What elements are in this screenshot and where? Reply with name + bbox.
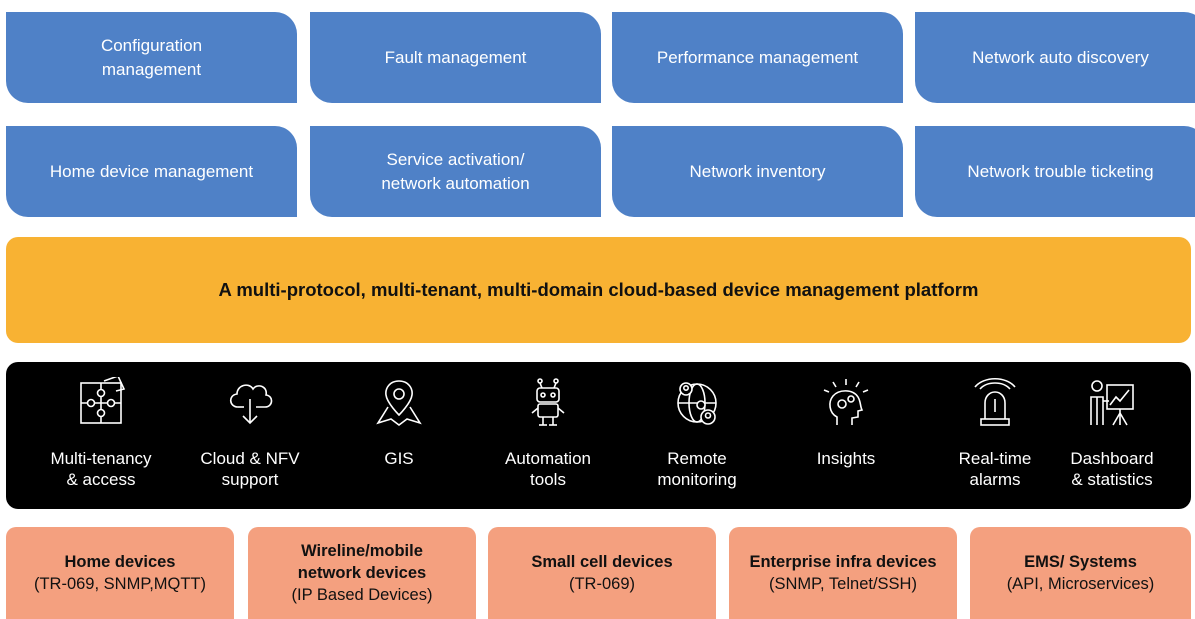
device-ems-systems: EMS/ Systems (API, Microservices) [970, 527, 1191, 619]
feature-remote-monitoring: Remote monitoring [633, 362, 761, 509]
feature-automation-tools: Automation tools [484, 362, 612, 509]
platform-banner: A multi-protocol, multi-tenant, multi-do… [6, 237, 1191, 343]
feature-label: Insights [816, 449, 876, 468]
feature-multi-tenancy: Multi-tenancy & access [37, 362, 165, 509]
device-enterprise-infra: Enterprise infra devices (SNMP, Telnet/S… [729, 527, 957, 619]
robot-icon [531, 378, 565, 426]
device-title: Home devices [64, 553, 176, 571]
module-network-inventory: Network inventory [612, 126, 903, 217]
alarm-siren-icon [974, 377, 1016, 426]
device-title: Wireline/mobile network devices [297, 542, 427, 582]
device-small-cell: Small cell devices (TR-069) [488, 527, 716, 619]
device-protocols: (SNMP, Telnet/SSH) [769, 575, 917, 593]
device-protocols: (API, Microservices) [1006, 575, 1155, 593]
feature-label: Remote monitoring [657, 449, 737, 489]
feature-label: Multi-tenancy & access [50, 449, 152, 489]
module-fault-management: Fault management [310, 12, 601, 103]
device-title: Small cell devices [531, 553, 673, 571]
module-performance-management: Performance management [612, 12, 903, 103]
feature-real-time-alarms: Real-time alarms [931, 362, 1059, 509]
device-wireline-mobile: Wireline/mobile network devices (IP Base… [248, 527, 476, 619]
module-service-activation: Service activation/ network automation [310, 126, 601, 217]
device-protocols: (IP Based Devices) [291, 586, 433, 604]
presenter-chart-icon [1090, 380, 1134, 426]
device-protocols: (TR-069) [568, 575, 635, 593]
device-title: Enterprise infra devices [749, 553, 937, 571]
feature-label: Automation tools [505, 449, 591, 489]
module-home-device-management: Home device management [6, 126, 297, 217]
feature-cloud-nfv: Cloud & NFV support [186, 362, 314, 509]
feature-label: Real-time alarms [958, 449, 1032, 489]
feature-insights: Insights [782, 362, 910, 509]
module-network-trouble-ticketing: Network trouble ticketing [915, 126, 1195, 217]
device-title: EMS/ Systems [1024, 553, 1137, 571]
feature-gis: GIS [335, 362, 463, 509]
map-pin-icon [376, 380, 422, 426]
feature-label: Cloud & NFV support [200, 449, 300, 489]
feature-bar: Multi-tenancy & access Cloud & NFV suppo… [6, 362, 1191, 509]
feature-label: GIS [384, 449, 414, 468]
globe-users-icon [677, 382, 717, 425]
device-home-devices: Home devices (TR-069, SNMP,MQTT) [6, 527, 234, 619]
feature-label: Dashboard & statistics [1070, 449, 1154, 489]
feature-dashboard-statistics: Dashboard & statistics [1048, 362, 1176, 509]
head-gears-icon [823, 379, 869, 425]
puzzle-icon [80, 377, 126, 424]
module-configuration-management: Configuration management [6, 12, 297, 103]
cloud-download-icon [229, 384, 273, 425]
module-network-auto-discovery: Network auto discovery [915, 12, 1195, 103]
device-protocols: (TR-069, SNMP,MQTT) [33, 575, 207, 593]
platform-title: A multi-protocol, multi-tenant, multi-do… [218, 279, 979, 300]
